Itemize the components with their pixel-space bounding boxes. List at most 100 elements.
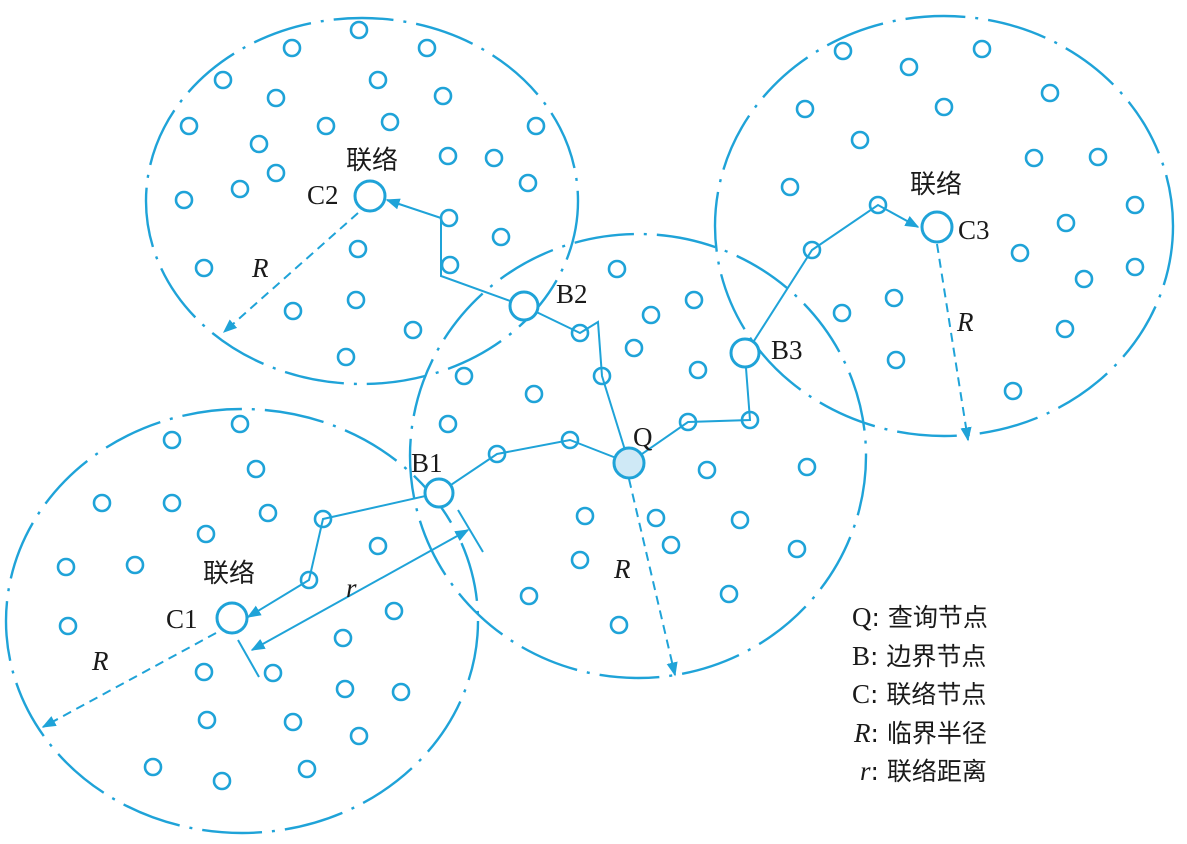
sensor-node bbox=[833, 41, 853, 61]
region-c1 bbox=[4, 407, 480, 835]
contact-distance-label: r bbox=[346, 573, 357, 603]
region-q bbox=[408, 232, 868, 680]
sensor-node bbox=[162, 430, 182, 450]
label-c2: C2 bbox=[307, 180, 339, 210]
sensor-node bbox=[526, 116, 546, 136]
region-c3 bbox=[713, 14, 1175, 438]
sensor-node bbox=[688, 360, 708, 380]
sensor-node bbox=[263, 663, 283, 683]
contact-node-c2 bbox=[353, 179, 387, 213]
sensor-node bbox=[438, 146, 458, 166]
sensor-node bbox=[1088, 147, 1108, 167]
sensor-node bbox=[316, 116, 336, 136]
sensor-node bbox=[797, 457, 817, 477]
sensor-node bbox=[333, 628, 353, 648]
sensor-node bbox=[249, 134, 269, 154]
r-arrow bbox=[250, 529, 470, 651]
contact-node-c1 bbox=[215, 601, 249, 635]
contact-node-c3 bbox=[920, 210, 954, 244]
sensor-node bbox=[730, 510, 750, 530]
legend-row-r-upper: R: 临界半径 bbox=[853, 718, 987, 748]
sensor-node bbox=[213, 70, 233, 90]
path-q-to-c3 bbox=[628, 203, 920, 464]
radius-arrow-c3 bbox=[936, 243, 972, 442]
sensor-node bbox=[1003, 381, 1023, 401]
sensor-node bbox=[719, 584, 739, 604]
sensor-node bbox=[518, 173, 538, 193]
sensor-node bbox=[196, 524, 216, 544]
sensor-node bbox=[266, 163, 286, 183]
border-node-b2 bbox=[508, 290, 540, 322]
sensor-node bbox=[349, 726, 369, 746]
sensor-node bbox=[609, 615, 629, 635]
legend: Q: 查询节点 B: 边界节点 C: 联络节点 R: 临界半径 r: 联络距离 bbox=[852, 602, 988, 786]
border-node-b1 bbox=[423, 477, 455, 509]
sensor-node bbox=[697, 460, 717, 480]
sensor-node bbox=[391, 682, 411, 702]
contact-word-c2: 联络 bbox=[346, 146, 398, 176]
radius-label-q: R bbox=[613, 554, 631, 584]
legend-row-b: B: 边界节点 bbox=[852, 641, 986, 671]
sensor-node bbox=[787, 539, 807, 559]
sensor-node bbox=[524, 384, 544, 404]
sensor-node bbox=[348, 239, 368, 259]
sensor-node bbox=[162, 493, 182, 513]
sensor-node bbox=[832, 303, 852, 323]
radius-label-c2: R bbox=[251, 253, 269, 283]
r-tick-c1 bbox=[237, 639, 260, 678]
label-b3: B3 bbox=[771, 335, 803, 365]
sensor-node bbox=[92, 493, 112, 513]
sensor-node bbox=[417, 38, 437, 58]
sensor-node bbox=[380, 112, 400, 132]
sensor-node bbox=[661, 535, 681, 555]
sensor-node bbox=[433, 86, 453, 106]
label-c1: C1 bbox=[166, 604, 198, 634]
sensor-node bbox=[258, 503, 278, 523]
sensor-node bbox=[624, 338, 644, 358]
sensor-node bbox=[1125, 257, 1145, 277]
sensor-node bbox=[439, 208, 459, 228]
legend-row-q: Q: 查询节点 bbox=[852, 602, 988, 632]
sensor-node bbox=[440, 255, 460, 275]
sensor-node bbox=[780, 177, 800, 197]
border-node-b3 bbox=[729, 337, 761, 369]
sensor-node bbox=[934, 97, 954, 117]
sensor-node bbox=[230, 414, 250, 434]
sensor-node bbox=[1024, 148, 1044, 168]
sensor-node bbox=[212, 771, 232, 791]
sensor-node bbox=[246, 459, 266, 479]
sensor-node bbox=[484, 148, 504, 168]
sensor-node bbox=[607, 259, 627, 279]
sensor-node bbox=[346, 290, 366, 310]
sensor-node bbox=[194, 662, 214, 682]
path-q-to-c2 bbox=[385, 198, 630, 464]
sensor-node bbox=[641, 305, 661, 325]
legend-row-r-lower: r: 联络距离 bbox=[860, 756, 987, 786]
radius-arrow-q bbox=[628, 478, 678, 677]
sensor-node bbox=[1040, 83, 1060, 103]
sensor-node bbox=[491, 227, 511, 247]
sensor-node bbox=[174, 190, 194, 210]
sensor-node bbox=[368, 70, 388, 90]
sensor-node bbox=[336, 347, 356, 367]
contact-word-c3: 联络 bbox=[910, 170, 962, 200]
sensor-node bbox=[56, 557, 76, 577]
sensor-node bbox=[1074, 269, 1094, 289]
sensor-node bbox=[283, 712, 303, 732]
sensor-node bbox=[1010, 243, 1030, 263]
sensor-node bbox=[297, 759, 317, 779]
query-node-q bbox=[612, 446, 646, 480]
sensor-node bbox=[335, 679, 355, 699]
sensor-node bbox=[438, 414, 458, 434]
sensor-node bbox=[575, 506, 595, 526]
label-b1: B1 bbox=[411, 448, 443, 478]
sensor-node bbox=[283, 301, 303, 321]
sensor-node bbox=[850, 130, 870, 150]
sensor-node bbox=[884, 288, 904, 308]
label-b2: B2 bbox=[556, 279, 588, 309]
r-tick-b1 bbox=[457, 509, 484, 553]
sensor-node bbox=[1055, 319, 1075, 339]
region-c2 bbox=[144, 16, 580, 386]
sensor-node bbox=[230, 179, 250, 199]
